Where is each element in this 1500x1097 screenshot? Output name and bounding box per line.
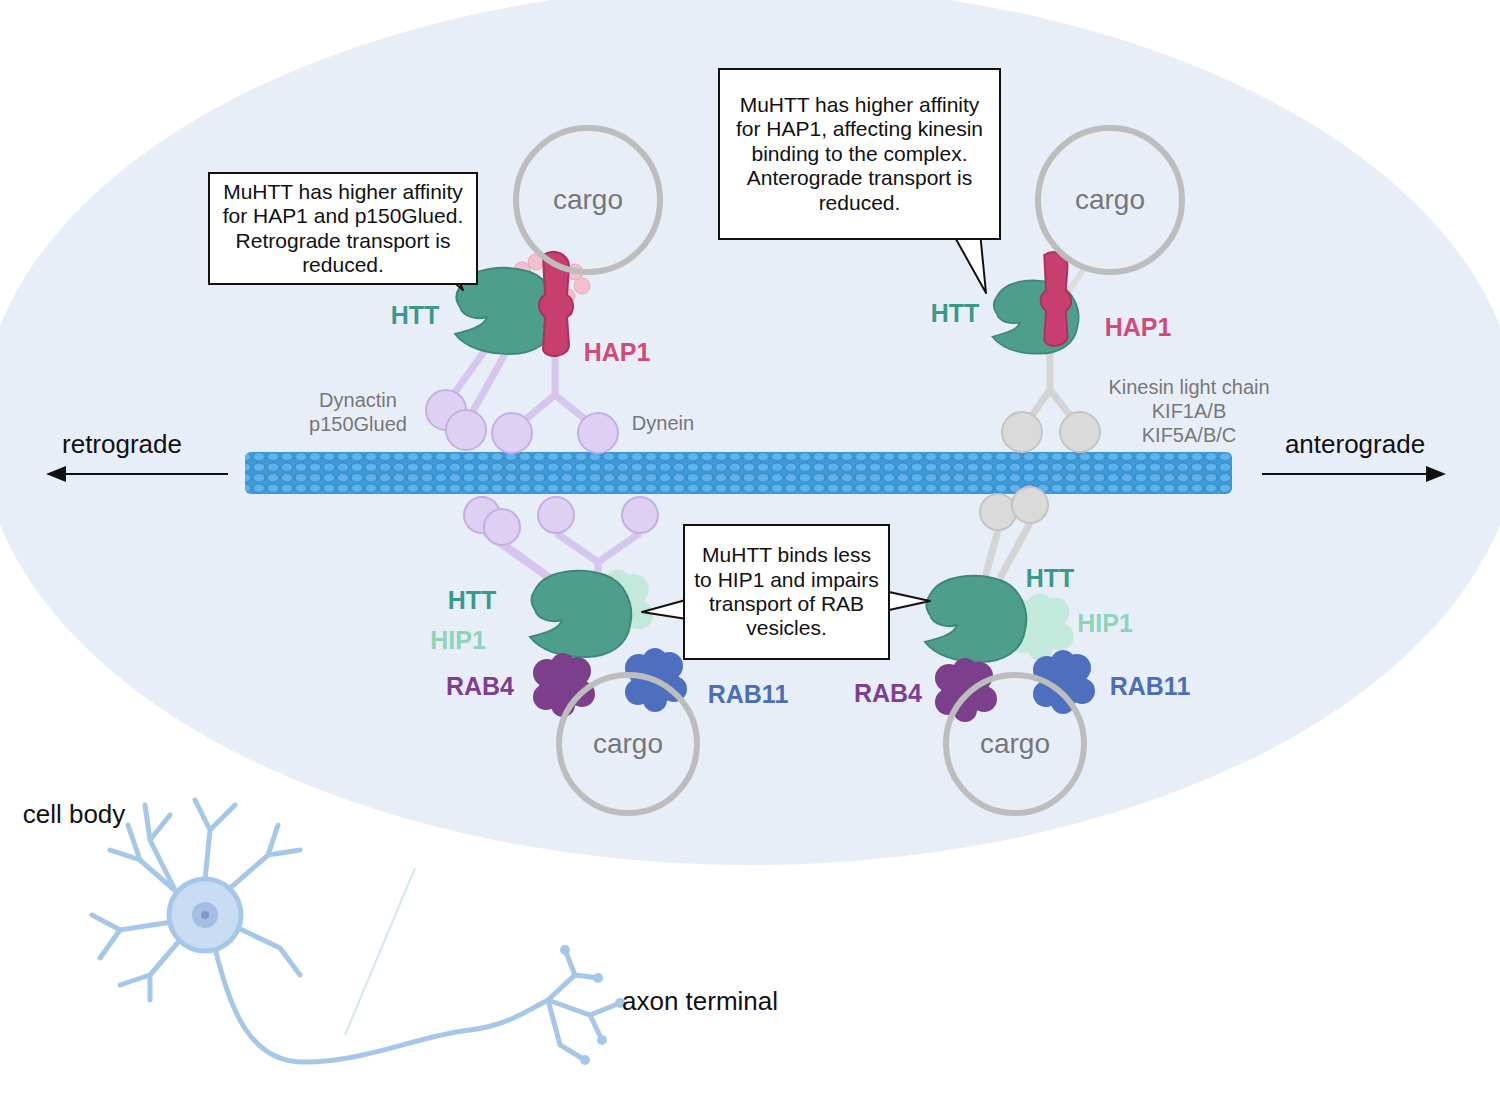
zoom-ellipse (0, 0, 1500, 865)
cargo-vesicle: cargo (556, 672, 700, 816)
cargo-label: cargo (1075, 184, 1145, 216)
kinesin-head (1002, 412, 1042, 452)
direction-arrows (46, 466, 1446, 482)
protein-label: HTT (1026, 563, 1075, 593)
nucleolus (201, 911, 209, 919)
callout-text: MuHTT binds less to HIP1 and impairs tra… (693, 543, 880, 640)
dynein-head (578, 413, 618, 453)
dynactin-head (446, 410, 486, 450)
arrow-line (62, 473, 228, 475)
axon-terminal-branch (548, 950, 620, 1060)
protein-label: RAB11 (1110, 671, 1191, 701)
protein-label: RAB4 (854, 678, 922, 708)
arrow-line (1262, 473, 1430, 475)
hap1-protein (539, 252, 573, 356)
callout-tail (952, 232, 986, 293)
cargo-label: cargo (980, 728, 1050, 760)
protein-label: HTT (391, 300, 440, 330)
protein-label: HTT (931, 298, 980, 328)
cargo-vesicle: cargo (943, 672, 1087, 816)
motor-label: Dynein (632, 411, 694, 435)
rab4-protein (935, 658, 997, 722)
motor-label: Dynactin p150Glued (303, 388, 413, 436)
kinesin-stalk (1025, 345, 1078, 425)
terminal-knobs (560, 945, 625, 1065)
protein-label: HAP1 (1105, 312, 1172, 342)
rab11-protein (1033, 650, 1095, 714)
microtubule-texture (245, 452, 1232, 494)
cargo-label: cargo (553, 184, 623, 216)
htt-protein (530, 571, 631, 657)
callout-text: MuHTT has higher affinity for HAP1 and p… (218, 180, 468, 277)
callout-text: MuHTT has higher affinity for HAP1, affe… (728, 93, 991, 215)
protein-label: HIP1 (430, 625, 486, 655)
microtubule (245, 452, 1232, 494)
microtubule-body (245, 452, 1232, 494)
protein-label: RAB11 (708, 679, 789, 709)
dynein-head (538, 497, 574, 533)
axon (215, 948, 548, 1062)
cargo-label: cargo (593, 728, 663, 760)
arrow-head (46, 466, 66, 482)
anterograde-complex-top (993, 252, 1101, 452)
zoom-line (345, 868, 415, 1035)
protein-label: RAB4 (446, 671, 514, 701)
dynein-head (622, 497, 658, 533)
dynactin-head (484, 509, 520, 545)
motor-label: Kinesin light chain KIF1A/B KIF5A/B/C (1104, 375, 1274, 447)
direction-label: cell body (23, 799, 126, 830)
dendrite (195, 800, 300, 890)
arrow-head (1426, 466, 1446, 482)
htt-protein (925, 576, 1026, 662)
kinesin-head (1060, 412, 1100, 452)
cell-body (169, 879, 241, 951)
neuron (92, 800, 625, 1065)
dendrite (238, 928, 300, 975)
dendrite (92, 915, 180, 1000)
kinesin-stalk (985, 523, 1030, 578)
direction-label: anterograde (1285, 429, 1425, 460)
dynein-head (492, 413, 532, 453)
rab11-protein (625, 648, 687, 712)
kinesin-head (980, 494, 1016, 530)
cargo-vesicle: cargo (513, 125, 663, 275)
direction-label: retrograde (62, 429, 182, 460)
rab4-protein (533, 653, 595, 717)
cargo-vesicle: cargo (1035, 125, 1185, 275)
hap1-protein (1041, 252, 1072, 346)
callout-box: MuHTT binds less to HIP1 and impairs tra… (683, 524, 890, 660)
direction-label: axon terminal (622, 986, 778, 1017)
anterograde-complex-bottom (925, 487, 1095, 722)
protein-label: HTT (448, 585, 497, 615)
callout-box: MuHTT has higher affinity for HAP1 and p… (208, 172, 478, 285)
protein-label: HIP1 (1077, 608, 1133, 638)
nucleus (192, 902, 218, 928)
protein-label: HAP1 (584, 337, 651, 367)
kinesin-head (1012, 487, 1048, 523)
callout-box: MuHTT has higher affinity for HAP1, affe… (718, 68, 1001, 240)
